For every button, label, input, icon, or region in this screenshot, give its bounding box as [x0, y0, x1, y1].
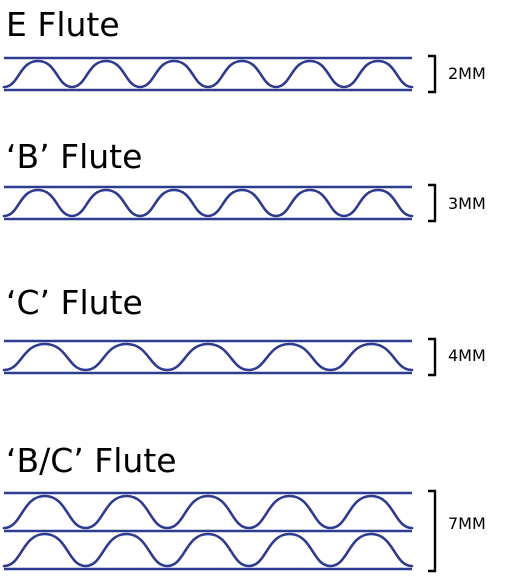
flute-wave — [2, 532, 414, 568]
board-b — [2, 185, 414, 221]
bracket-bc — [428, 489, 437, 573]
thickness-label-e: 2MM — [448, 64, 486, 83]
bracket-b — [428, 183, 437, 223]
flute-wave — [2, 342, 414, 372]
bracket-c — [428, 337, 437, 377]
thickness-bracket — [428, 489, 437, 573]
thickness-label-c: 4MM — [448, 346, 486, 365]
flute-wave — [2, 188, 414, 218]
board-c — [2, 339, 414, 375]
flute-wave — [2, 59, 414, 89]
flute-title-c: ‘C’ Flute — [6, 283, 143, 322]
thickness-bracket — [428, 337, 437, 377]
flute-wave — [2, 494, 414, 530]
thickness-label-b: 3MM — [448, 194, 486, 213]
flute-title-e: E Flute — [6, 5, 120, 44]
board-e — [2, 56, 414, 92]
flute-title-b: ‘B’ Flute — [6, 137, 143, 176]
bracket-e — [428, 54, 437, 94]
thickness-bracket — [428, 54, 437, 94]
thickness-bracket — [428, 183, 437, 223]
thickness-label-bc: 7MM — [448, 514, 486, 533]
board-bc — [2, 491, 414, 571]
flute-title-bc: ‘B/C’ Flute — [6, 441, 177, 480]
